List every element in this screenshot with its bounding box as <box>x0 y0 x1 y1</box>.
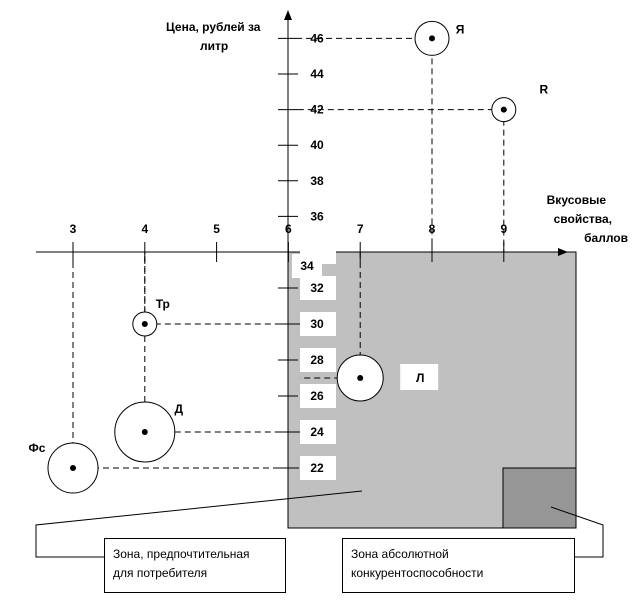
y-tick-label: 24 <box>310 425 324 439</box>
product-dot <box>141 429 148 435</box>
y-tick-label: 36 <box>310 209 324 223</box>
product-label: R <box>539 83 548 97</box>
product-dot <box>500 106 507 113</box>
y-tick-label-bg <box>300 312 336 336</box>
y-tick-label: 42 <box>310 103 324 117</box>
absolute-zone-label: Зона абсолютной конкурентоспособности <box>342 538 575 593</box>
x-axis-arrow <box>558 248 568 256</box>
x-axis-title-line1: Вкусовые <box>546 193 606 207</box>
y-tick-label-bg <box>292 254 322 278</box>
product-dot <box>429 35 435 42</box>
y-axis-title-line1: Цена, рублей за <box>166 20 261 34</box>
product-dot <box>70 465 76 471</box>
product-dot <box>141 321 148 327</box>
y-tick-label: 28 <box>310 353 324 367</box>
y-axis-arrow <box>284 10 292 20</box>
x-tick-label: 9 <box>500 222 507 236</box>
y-tick-label-bg <box>300 348 336 372</box>
x-tick-label: 6 <box>285 222 292 236</box>
y-tick-label: 32 <box>310 281 324 295</box>
y-tick-label: 26 <box>310 389 324 403</box>
y-tick-label: 44 <box>310 67 324 81</box>
y-tick-label: 22 <box>310 461 324 475</box>
product-label: Л <box>416 371 424 385</box>
y-tick-label: 30 <box>310 317 324 331</box>
y-tick-label-bg <box>300 276 336 300</box>
x-tick-label: 3 <box>70 222 77 236</box>
absolute-zone-label-line1: Зона абсолютной <box>351 547 449 561</box>
preferred-zone-label-line1: Зона, предпочтительная <box>113 547 250 561</box>
x-tick-label: 4 <box>141 222 148 236</box>
absolute-zone-callout <box>550 506 604 558</box>
x-axis-title-line3: баллов <box>584 231 628 245</box>
product-label: Тр <box>156 297 170 311</box>
product-dot <box>357 375 364 381</box>
absolute-zone-label-line2: конкурентоспособности <box>351 566 484 580</box>
product-label: Я <box>456 22 465 36</box>
y-tick-label: 40 <box>310 138 324 152</box>
y-axis-title: Цена, рублей за литр <box>166 18 270 56</box>
y-tick-label: 38 <box>310 174 324 188</box>
preferred-zone-label: Зона, предпочтительная для потребителя <box>104 538 286 593</box>
x-tick-label: 5 <box>213 222 220 236</box>
product-label-bg <box>400 364 439 390</box>
y-tick-label-bg <box>300 420 336 444</box>
product-points: Я R ТрЛ Д Фс <box>29 20 548 494</box>
x-axis-title: Вкусовые свойства, баллов <box>536 191 628 248</box>
y-tick-label: 34 <box>300 259 314 273</box>
preferred-zone-callout <box>35 490 363 558</box>
product-label: Фс <box>29 441 46 455</box>
preferred-zone-label-line2: для потребителя <box>113 566 208 580</box>
product-label: Д <box>175 402 184 416</box>
y-tick-label-bg <box>300 384 336 408</box>
x-axis-title-line2: свойства, <box>553 212 612 226</box>
absolute-zone <box>502 467 577 529</box>
y-tick-label-bg <box>300 456 336 480</box>
y-axis-title-line2: литр <box>200 39 229 53</box>
x-tick-label: 7 <box>357 222 364 236</box>
